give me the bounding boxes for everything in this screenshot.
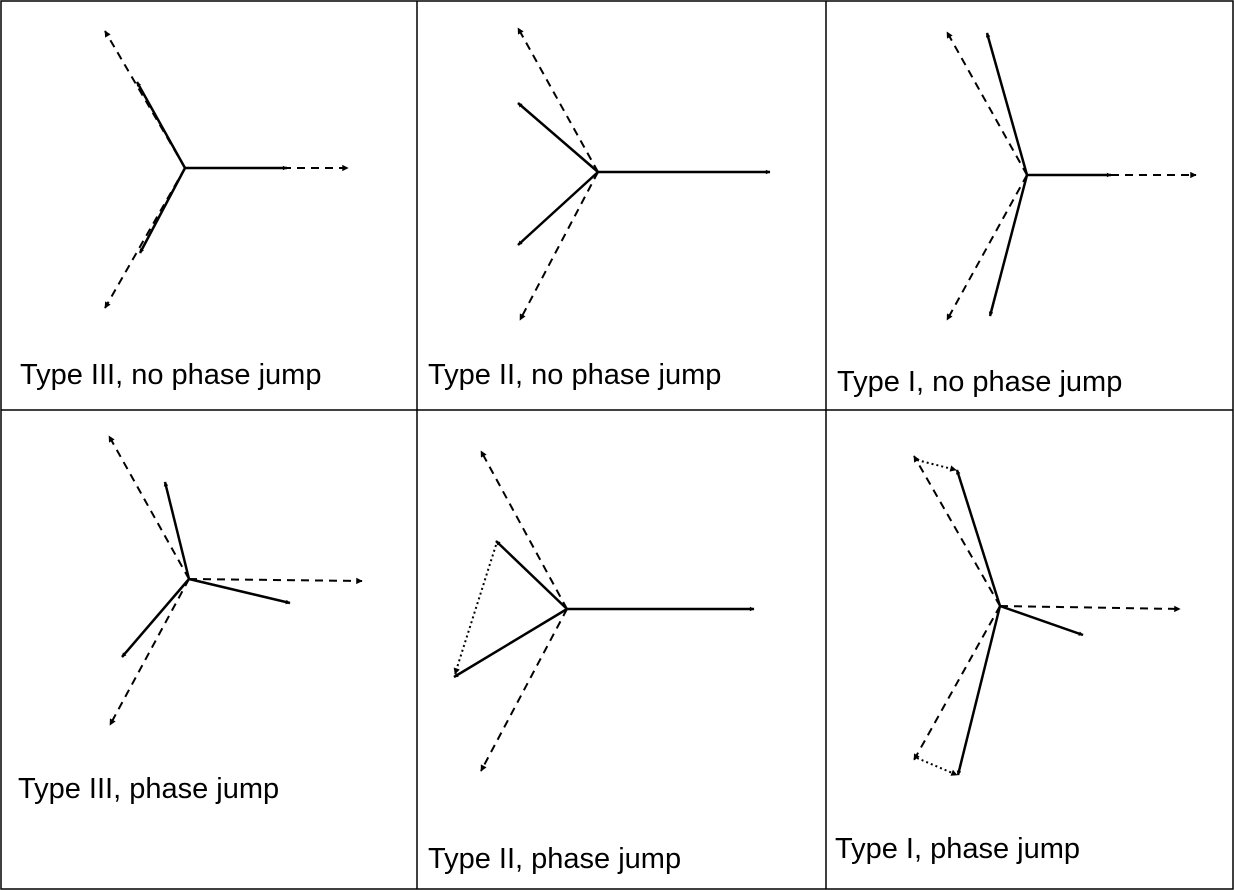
phase-jump-arrow [916, 459, 957, 472]
fault-phasor [985, 32, 1029, 176]
fault-phasor [956, 605, 1002, 776]
pre-fault-phasor [104, 30, 186, 169]
pre-fault-phasor [999, 605, 1181, 613]
phasor-diagram-6 [913, 455, 1181, 776]
phasor-diagram-5 [453, 450, 755, 772]
phasor-diagram-4 [108, 435, 363, 726]
phasor-diagram-2 [517, 27, 771, 321]
pre-fault-phasor [913, 605, 1001, 761]
pre-fault-phasor [108, 435, 190, 580]
cell-label-type-iii-no-phase-jump: Type III, no phase jump [20, 359, 322, 391]
pre-fault-phasor [480, 608, 568, 772]
pre-fault-phasor [480, 450, 568, 610]
phase-jump-arrow [916, 757, 958, 776]
phasor-diagram-3 [946, 31, 1197, 321]
fault-phasor [955, 469, 1002, 607]
fault-phasor [517, 171, 599, 246]
fault-phasor [135, 81, 187, 169]
pre-fault-phasor [913, 455, 1001, 607]
fault-phasor [121, 578, 190, 658]
fault-phasor [999, 604, 1084, 637]
cell-label-type-ii-phase-jump: Type II, phase jump [428, 843, 682, 875]
cell-label-type-i-phase-jump: Type I, phase jump [835, 833, 1081, 865]
cell-label-type-i-no-phase-jump: Type I, no phase jump [837, 366, 1123, 398]
fault-phasor [453, 607, 568, 679]
fault-phasor [138, 167, 187, 254]
fault-phasor [988, 174, 1029, 317]
cell-label-type-ii-no-phase-jump: Type II, no phase jump [428, 359, 722, 391]
pre-fault-phasor [517, 27, 599, 173]
cell-label-type-iii-phase-jump: Type III, phase jump [18, 773, 280, 805]
pre-fault-phasor [946, 31, 1028, 176]
pre-fault-phasor [519, 171, 599, 321]
fault-phasor [163, 481, 191, 580]
phasor-diagram-1 [104, 30, 349, 309]
pre-fault-phasor [188, 577, 363, 585]
fault-phasor [188, 577, 291, 605]
fault-phasor [517, 102, 599, 173]
fault-phasor [495, 540, 568, 610]
pre-fault-phasor [109, 578, 190, 726]
pre-fault-phasor [946, 174, 1028, 321]
